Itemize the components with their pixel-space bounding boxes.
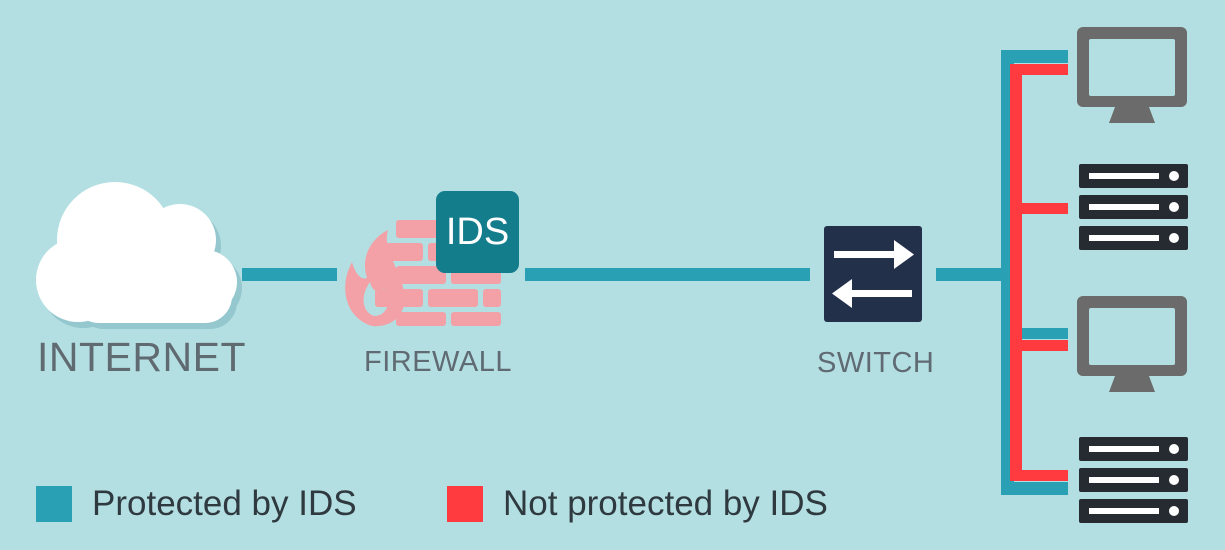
flame-icon	[345, 230, 405, 327]
monitor-icon	[1077, 296, 1187, 392]
server-icon	[1079, 164, 1188, 250]
unprotected-bus-bottom	[1010, 470, 1068, 481]
legend-item-unprotected: Not protected by IDS	[447, 484, 828, 524]
protected-bus-bottom	[1001, 482, 1068, 495]
unprotected-bus	[1010, 64, 1022, 481]
internet-label: INTERNET	[37, 334, 246, 380]
link-firewall-switch	[525, 268, 810, 281]
cloud-icon	[36, 182, 242, 329]
unprotected-branch-server-1	[1022, 203, 1068, 214]
protected-bus-top	[1001, 50, 1068, 63]
legend-item-protected: Protected by IDS	[36, 484, 357, 524]
link-switch-bus	[936, 268, 1006, 281]
firewall-label: FIREWALL	[364, 346, 512, 378]
unprotected-links	[1010, 64, 1068, 481]
ids-badge: IDS	[436, 191, 519, 273]
unprotected-bus-top	[1010, 64, 1068, 75]
switch-label: SWITCH	[817, 347, 935, 379]
legend-swatch-protected	[36, 486, 72, 522]
server-icon	[1079, 437, 1188, 523]
unprotected-branch-monitor-2	[1022, 340, 1068, 351]
switch-icon	[824, 226, 922, 322]
monitor-icon	[1077, 27, 1187, 123]
legend-label-protected: Protected by IDS	[92, 484, 357, 523]
legend-swatch-unprotected	[447, 486, 483, 522]
legend-label-unprotected: Not protected by IDS	[503, 484, 828, 523]
protected-branch-monitor-2	[1014, 328, 1068, 339]
link-internet-firewall	[242, 268, 337, 281]
